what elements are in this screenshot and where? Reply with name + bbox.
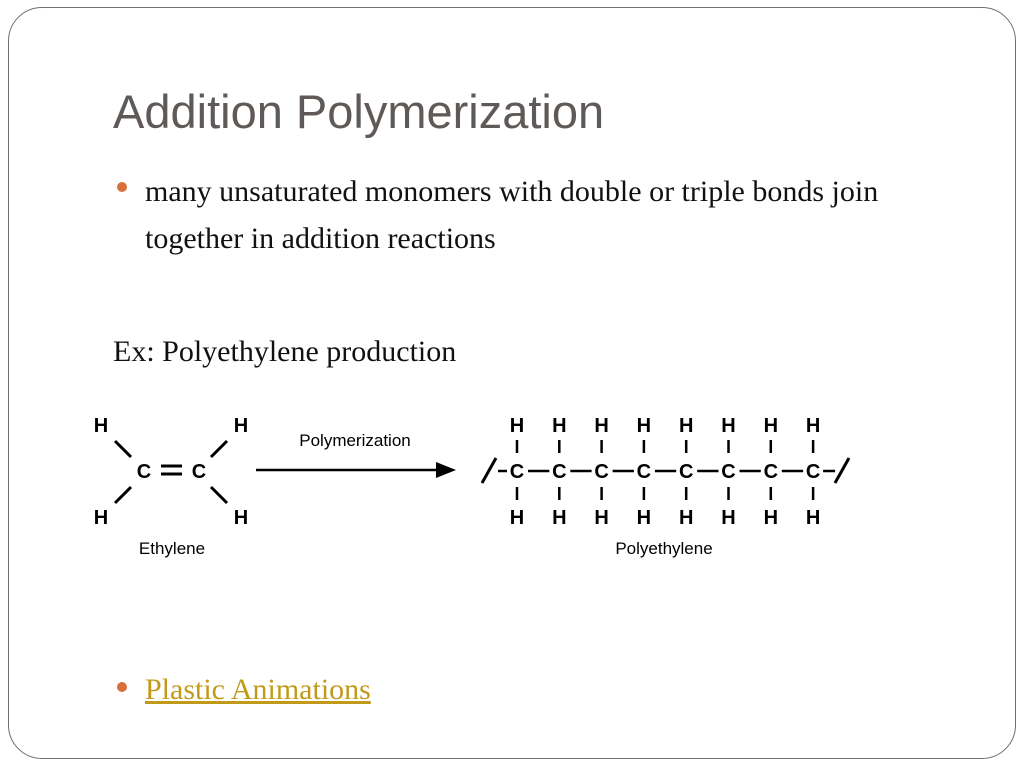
atom-c: C: [721, 461, 735, 483]
atom-c: C: [806, 461, 820, 483]
polyethylene-label: Polyethylene: [615, 539, 712, 558]
atom-h: H: [679, 507, 693, 529]
polyethylene-chain: H C H H C H H C H H C H H C H H C H H C H H C H: [480, 415, 851, 529]
atom-h: H: [806, 507, 820, 529]
atom-c: C: [637, 461, 651, 483]
atom-h: H: [94, 507, 108, 529]
atom-c: C: [764, 461, 778, 483]
ethylene-molecule: H H H H C C Ethylene: [94, 415, 248, 558]
atom-h: H: [806, 415, 820, 437]
atom-c: C: [510, 461, 524, 483]
ethylene-label: Ethylene: [139, 539, 205, 558]
atom-h: H: [764, 507, 778, 529]
atom-h: H: [721, 507, 735, 529]
atom-h: H: [721, 415, 735, 437]
reaction-arrow: Polymerization: [256, 431, 456, 478]
bullet-dot-icon: [117, 682, 127, 692]
chain-break-icon: [480, 457, 498, 484]
atom-h: H: [510, 415, 524, 437]
atom-h: H: [510, 507, 524, 529]
atom-c: C: [192, 461, 206, 483]
atom-h: H: [594, 507, 608, 529]
atom-c: C: [137, 461, 151, 483]
arrow-label: Polymerization: [299, 431, 411, 450]
atom-h: H: [552, 415, 566, 437]
single-bond: [113, 485, 133, 505]
arrow-head-icon: [436, 462, 456, 478]
slide-title: Addition Polymerization: [113, 85, 605, 138]
bullet-text: many unsaturated monomers with double or…: [145, 175, 879, 255]
atom-h: H: [594, 415, 608, 437]
atom-c: C: [594, 461, 608, 483]
atom-h: H: [234, 415, 248, 437]
example-text: Ex: Polyethylene production: [113, 335, 457, 368]
atom-c: C: [679, 461, 693, 483]
chain-break-icon: [833, 457, 851, 484]
atom-c: C: [552, 461, 566, 483]
plastic-animations-link[interactable]: Plastic Animations: [145, 673, 371, 706]
atom-h: H: [637, 507, 651, 529]
atom-h: H: [637, 415, 651, 437]
single-bond: [209, 439, 229, 459]
single-bond: [113, 439, 133, 459]
atom-h: H: [552, 507, 566, 529]
atom-h: H: [764, 415, 778, 437]
atom-h: H: [679, 415, 693, 437]
bullet-dot-icon: [117, 182, 127, 192]
slide-frame: [8, 7, 1016, 759]
single-bond: [209, 485, 229, 505]
atom-h: H: [94, 415, 108, 437]
atom-h: H: [234, 507, 248, 529]
